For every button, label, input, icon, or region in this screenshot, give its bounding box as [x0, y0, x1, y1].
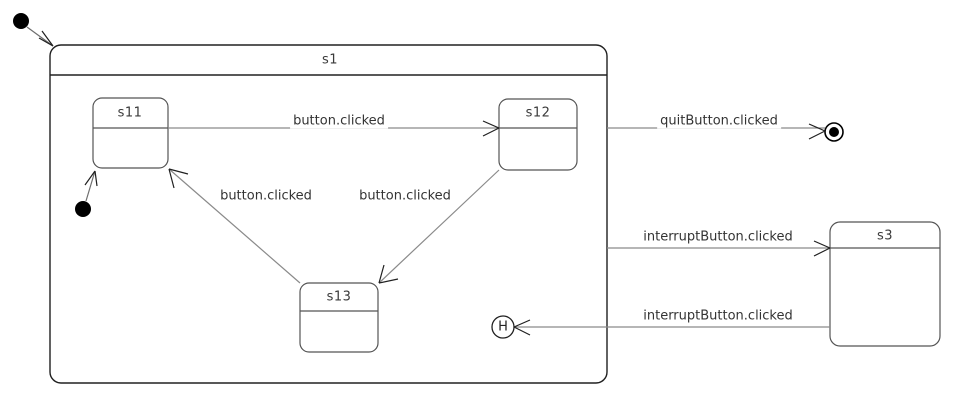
transition-initial-to-s11	[84, 170, 98, 202]
state-s1-body	[49, 44, 608, 384]
transition-label-s1-s3: interruptButton.clicked	[640, 229, 796, 245]
transition-label-s1-final: quitButton.clicked	[657, 113, 781, 129]
transition-s3-to-history	[513, 319, 830, 336]
transition-initial-to-s1	[26, 26, 54, 47]
state-s1-label: s1	[321, 52, 339, 68]
initial-pseudostate-outer-icon	[13, 13, 29, 29]
initial-pseudostate-inner-icon	[75, 201, 91, 217]
state-s11-label: s11	[117, 105, 143, 121]
transition-label-s13-s11: button.clicked	[217, 188, 315, 204]
transition-label-s12-s13: button.clicked	[356, 188, 454, 204]
state-s12-body	[498, 98, 578, 171]
transition-s12-to-s13	[378, 169, 500, 284]
transition-s13-to-s11	[168, 168, 301, 284]
history-pseudostate-label: H	[498, 319, 508, 335]
state-s1[interactable]	[49, 44, 608, 384]
state-s13[interactable]	[299, 282, 379, 353]
state-s3[interactable]	[829, 221, 941, 347]
state-s12-label: s12	[525, 105, 551, 121]
final-state-icon	[824, 122, 844, 142]
state-s3-label: s3	[876, 228, 894, 244]
state-s13-body	[299, 282, 379, 353]
state-s11-body	[92, 97, 169, 169]
transition-s1-to-s3	[607, 240, 831, 257]
state-s13-label: s13	[326, 289, 352, 305]
state-s11[interactable]	[92, 97, 169, 169]
transition-label-s3-history: interruptButton.clicked	[640, 308, 796, 324]
state-s12[interactable]	[498, 98, 578, 171]
transition-label-s11-s12: button.clicked	[290, 113, 388, 129]
state-s3-body	[829, 221, 941, 347]
